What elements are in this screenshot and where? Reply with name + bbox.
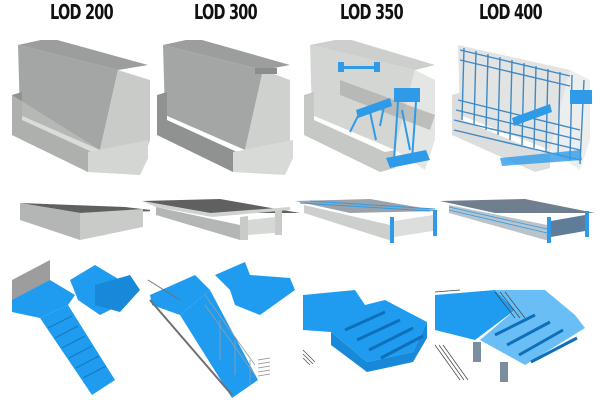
stair-lod-300 xyxy=(140,250,300,400)
lod-300-label: LOD 300 xyxy=(194,0,258,24)
slab-lod-350 xyxy=(290,195,445,245)
slab-lod-400 xyxy=(435,195,600,245)
lod-200-label: LOD 200 xyxy=(50,0,114,24)
slab-lod-200 xyxy=(15,195,150,245)
beam-lod-400 xyxy=(440,40,600,180)
beam-lod-350 xyxy=(290,40,445,180)
lod-350-label: LOD 350 xyxy=(340,0,404,24)
lod-header-row: LOD 200 LOD 300 LOD 350 LOD 400 xyxy=(0,0,600,40)
stair-lod-400 xyxy=(435,250,600,400)
lod-400-label: LOD 400 xyxy=(479,0,543,24)
beam-lod-200 xyxy=(0,40,150,180)
stair-lod-200 xyxy=(0,250,150,400)
beam-lod-300 xyxy=(145,40,295,180)
slab-lod-300 xyxy=(140,195,300,245)
stair-lod-350 xyxy=(295,250,445,400)
